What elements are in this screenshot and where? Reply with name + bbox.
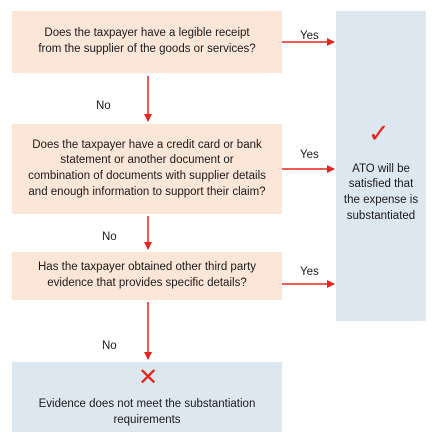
yes-label-1: Yes [300,30,319,42]
satisfied-outcome-text: ATO will be satisfied that the expense i… [343,162,419,222]
no-label-3: No [102,340,117,352]
check-mark-icon: ✓ [368,118,390,148]
cross-mark-icon: ✕ [138,364,159,391]
yes-label-2: Yes [300,149,319,161]
yes-label-3: Yes [300,266,319,278]
no-label-1: No [96,100,111,112]
not-met-outcome-box [12,362,282,432]
question-receipt: Does the taxpayer have a legible receipt… [12,11,282,73]
question-statement: Does the taxpayer have a credit card or … [12,124,282,214]
question-third-party: Has the taxpayer obtained other third pa… [12,252,282,300]
satisfied-outcome-box [336,11,426,321]
not-met-outcome-text: Evidence does not meet the substantiatio… [38,398,256,426]
no-label-2: No [102,231,117,243]
